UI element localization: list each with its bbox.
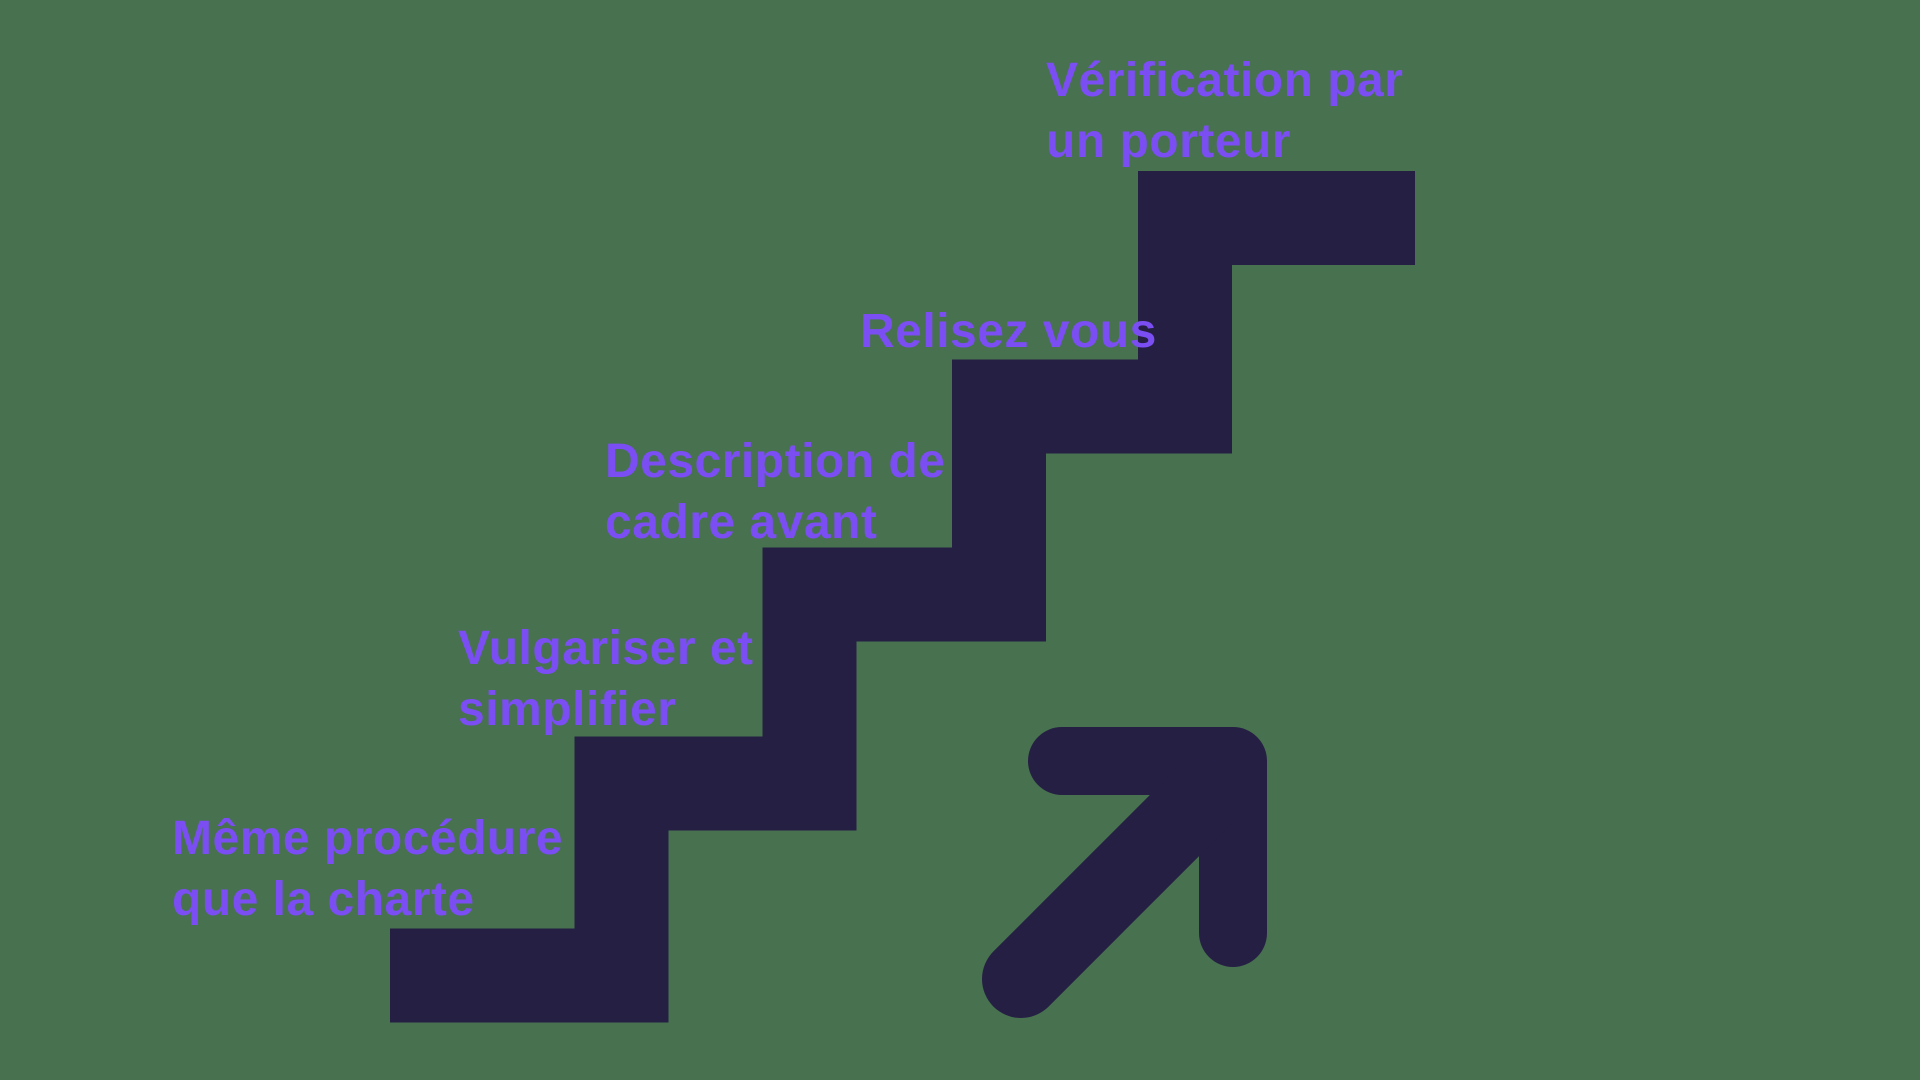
step-label-vulgariser: Vulgariser et simplifier [458, 622, 754, 736]
step-label-description: Description de cadre avant [605, 435, 946, 549]
step-label-meme-procedure: Même procédure que la charte [172, 812, 564, 926]
step-label-relisez: Relisez vous [860, 305, 1157, 358]
arrow-up-right-icon [982, 727, 1267, 1018]
arrow-head-shape [1028, 727, 1267, 967]
arrow-shaft-shape [982, 759, 1241, 1018]
step-label-verification: Vérification par un porteur [1046, 54, 1404, 168]
staircase-steps-shape [390, 171, 1415, 1023]
